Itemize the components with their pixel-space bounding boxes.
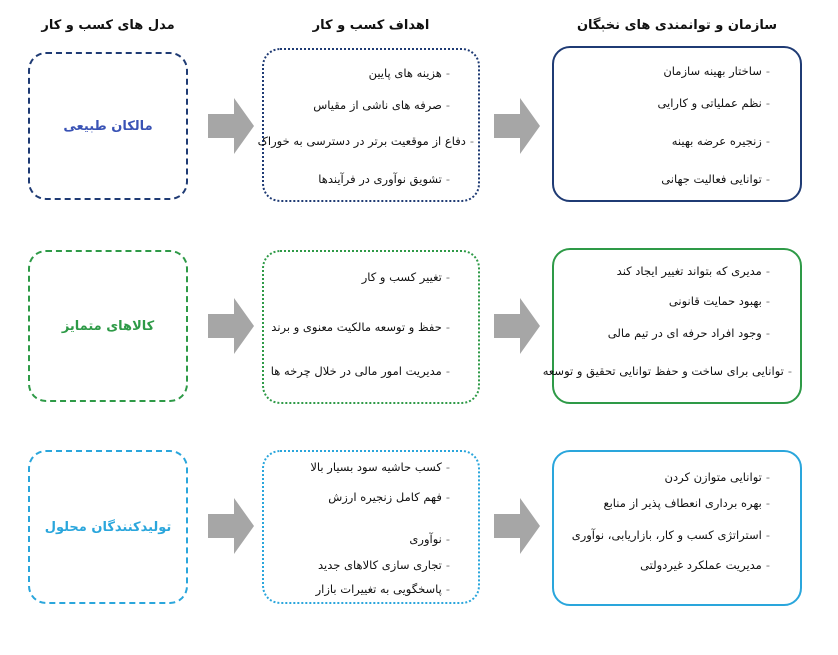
model-box-natural-owners: مالکان طبیعی xyxy=(28,52,188,200)
goal-item: -هزینه های پایین xyxy=(368,66,450,80)
goal-item: -تشویق نوآوری در فرآیندها xyxy=(318,172,450,186)
arrow-right-icon xyxy=(208,498,254,554)
capability-item: -استراتژی کسب و کار، بازاریابی، نوآوری xyxy=(571,528,770,542)
capability-item: -توانایی برای ساخت و حفظ توانایی تحقیق و… xyxy=(542,364,792,378)
arrow-right-icon xyxy=(208,98,254,154)
model-label: تولیدکنندگان محلول xyxy=(44,519,172,535)
model-label: مالکان طبیعی xyxy=(63,118,153,134)
goals-box-natural-owners: -هزینه های پایین -صرفه های ناشی از مقیاس… xyxy=(258,48,480,202)
goal-item: -صرفه های ناشی از مقیاس xyxy=(313,98,450,112)
capability-item: -نظم عملیاتی و کارایی xyxy=(657,96,770,110)
capabilities-box-differentiated-goods: -مدیری که بتواند تغییر ایجاد کند -بهبود … xyxy=(543,248,802,404)
model-label: کالاهای متمایز xyxy=(61,318,155,334)
arrow-right-icon xyxy=(494,498,540,554)
header-capabilities: سازمان و توانمندی های نخبگان xyxy=(576,18,778,33)
goals-box-solution-producers: -کسب حاشیه سود بسیار بالا -فهم کامل زنجی… xyxy=(262,450,480,604)
capabilities-box-natural-owners: -ساختار بهینه سازمان -نظم عملیاتی و کارا… xyxy=(552,46,802,202)
arrow-right-icon xyxy=(494,298,540,354)
goal-item: -دفاع از موقعیت برتر در دسترسی به خوراک xyxy=(257,134,474,148)
capability-item: -مدیریت عملکرد غیردولتی xyxy=(640,558,770,572)
model-box-differentiated-goods: کالاهای متمایز xyxy=(28,250,188,402)
capability-item: -وجود افراد حرفه ای در تیم مالی xyxy=(607,326,770,340)
goal-item: -تجاری سازی کالاهای جدید xyxy=(318,558,450,572)
goal-item: -مدیریت امور مالی در خلال چرخه ها xyxy=(270,364,450,378)
capability-item: -بهره برداری انعطاف پذیر از منابع xyxy=(603,496,770,510)
capability-item: -ساختار بهینه سازمان xyxy=(663,64,770,78)
goals-box-differentiated-goods: -تغییر کسب و کار -حفظ و توسعه مالکیت معن… xyxy=(262,250,480,404)
capabilities-box-solution-producers: -توانایی متوازن کردن -بهره برداری انعطاف… xyxy=(552,450,802,606)
model-box-solution-producers: تولیدکنندگان محلول xyxy=(28,450,188,604)
goal-item: -حفظ و توسعه مالکیت معنوی و برند xyxy=(271,320,450,334)
goal-item: -فهم کامل زنجیره ارزش xyxy=(328,490,450,504)
arrow-right-icon xyxy=(494,98,540,154)
capability-item: -مدیری که بتواند تغییر ایجاد کند xyxy=(616,264,770,278)
header-goals: اهداف کسب و کار xyxy=(312,18,430,33)
capability-item: -زنجیره عرضه بهینه xyxy=(671,134,770,148)
capability-item: -بهبود حمایت قانونی xyxy=(668,294,770,308)
header-models: مدل های کسب و کار xyxy=(41,18,175,33)
goal-item: -پاسخگویی به تغییرات بازار xyxy=(315,582,450,596)
goal-item: -کسب حاشیه سود بسیار بالا xyxy=(310,460,450,474)
goal-item: -نوآوری xyxy=(409,532,450,546)
capability-item: -توانایی فعالیت جهانی xyxy=(661,172,770,186)
arrow-right-icon xyxy=(208,298,254,354)
goal-item: -تغییر کسب و کار xyxy=(361,270,450,284)
capability-item: -توانایی متوازن کردن xyxy=(664,470,770,484)
